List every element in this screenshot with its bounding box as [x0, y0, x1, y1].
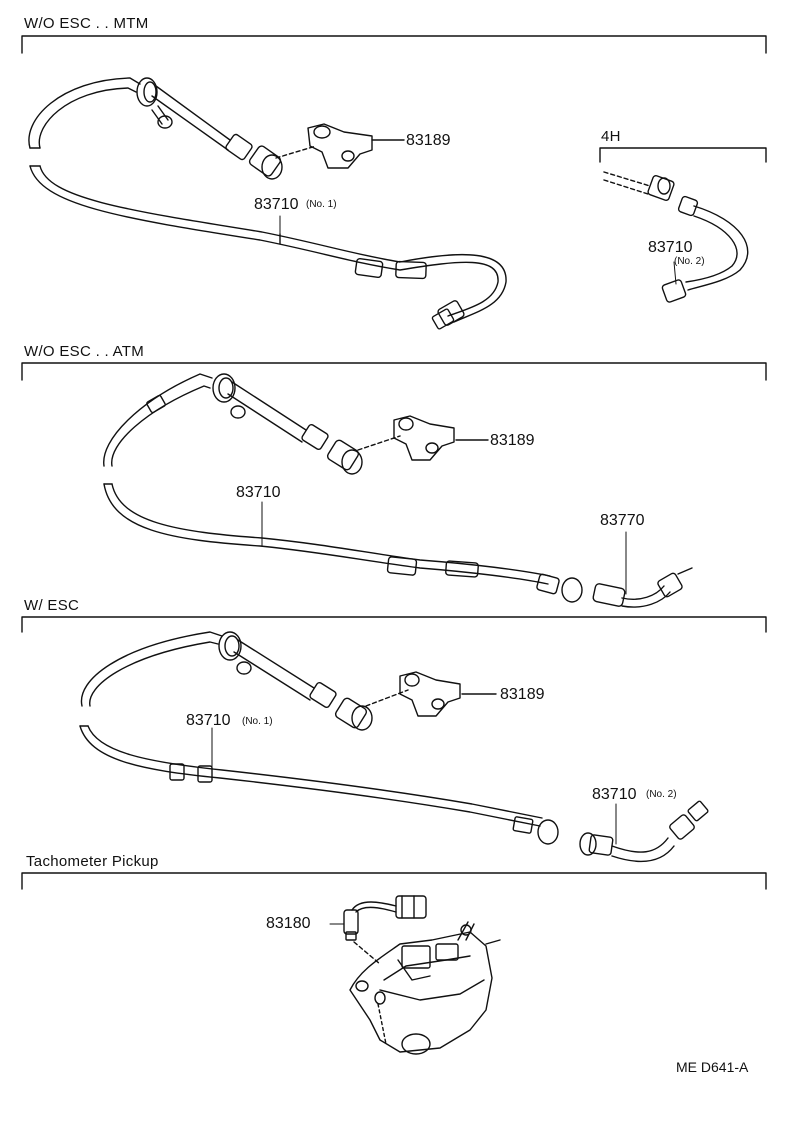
cable-assembly-4h	[603, 171, 749, 303]
callout-83710-esc-no2-note: (No. 2)	[646, 789, 677, 800]
callout-83189-esc: 83189	[500, 686, 545, 703]
callout-83710-mtm-note: (No. 1)	[306, 199, 337, 210]
section-heading-tacho: Tachometer Pickup	[26, 853, 159, 870]
callout-83710-esc-no1-note: (No. 1)	[242, 716, 273, 727]
section-heading-esc: W/ ESC	[24, 597, 80, 614]
section-bracket-4h	[599, 147, 767, 163]
callout-83710-4h: 83710	[648, 239, 693, 256]
section-heading-4h: 4H	[601, 128, 621, 145]
cable-assembly-esc	[79, 631, 709, 863]
callout-83710-atm: 83710	[236, 484, 281, 501]
cable-assembly-mtm	[28, 77, 507, 330]
section-bracket-atm	[21, 362, 767, 381]
leader-lines-esc	[211, 727, 617, 845]
section-heading-mtm: W/O ESC . . MTM	[24, 15, 149, 32]
leader-lines-atm	[261, 501, 627, 595]
callout-83710-mtm: 83710	[254, 196, 299, 213]
section-bracket-esc	[21, 616, 767, 633]
cable-assembly-atm	[103, 373, 693, 608]
callout-83189-atm: 83189	[490, 432, 535, 449]
section-heading-atm: W/O ESC . . ATM	[24, 343, 145, 360]
section-bracket-mtm	[21, 35, 767, 54]
callout-83710-4h-note: (No. 2)	[674, 256, 705, 267]
diagram-code: ME D641-A	[676, 1059, 749, 1075]
callout-83770-atm: 83770	[600, 512, 645, 529]
callout-83710-esc-no2: 83710	[592, 786, 637, 803]
callout-83189-mtm: 83189	[406, 132, 451, 149]
tachometer-pickup-assembly	[329, 895, 501, 1055]
callout-83180-tacho: 83180	[266, 915, 311, 932]
section-bracket-tacho	[21, 872, 767, 890]
callout-83710-esc-no1: 83710	[186, 712, 231, 729]
